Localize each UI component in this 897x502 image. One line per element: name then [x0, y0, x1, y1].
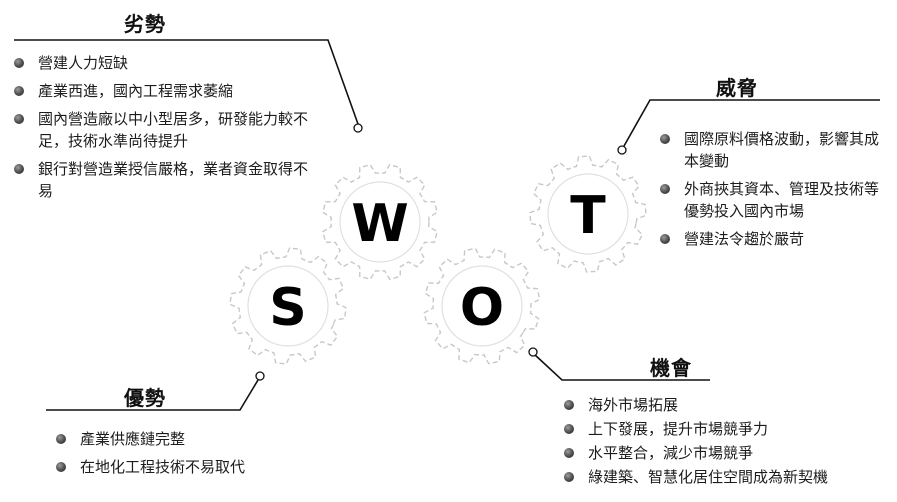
- opportunity-connector: [533, 353, 710, 381]
- item-text: 產業供應鏈完整: [80, 430, 186, 448]
- gear-hub: [339, 181, 421, 263]
- list-item: 產業西進，國內工程需求萎縮: [12, 80, 332, 102]
- list-item: 在地化工程技術不易取代: [54, 456, 314, 478]
- list-item: 國內營造廠以中小型居多，研發能力較不足，技術水準尚待提升: [12, 108, 308, 152]
- list-item: 營建法令趨於嚴苛: [658, 228, 888, 250]
- letter-o: O: [460, 278, 504, 338]
- item-text: 在地化工程技術不易取代: [80, 458, 246, 476]
- list-item: 海外市場拓展: [562, 394, 897, 416]
- gear-o: [423, 247, 541, 365]
- weakness-title: 劣勢: [124, 12, 166, 36]
- strength-connector-dot: [255, 371, 265, 381]
- list-item: 外商挾其資本、管理及技術等優勢投入國內市場: [658, 178, 888, 222]
- item-text: 銀行對營造業授信嚴格，業者資金取得不易: [38, 160, 309, 200]
- item-text: 水平整合，減少市場競爭: [588, 444, 754, 462]
- weakness-connector-dot: [353, 123, 363, 133]
- item-text: 國內營造廠以中小型居多，研發能力較不足，技術水準尚待提升: [38, 110, 309, 150]
- bullet-icon: [14, 164, 24, 174]
- gear-hub: [247, 265, 329, 347]
- letter-s: S: [269, 278, 306, 338]
- list-item: 營建人力短缺: [12, 52, 332, 74]
- weakness-list: 營建人力短缺 產業西進，國內工程需求萎縮 國內營造廠以中小型居多，研發能力較不足…: [12, 52, 332, 208]
- bullet-icon: [564, 400, 574, 410]
- bullet-icon: [14, 86, 24, 96]
- letter-w: W: [351, 194, 408, 254]
- gear-w: [321, 163, 439, 281]
- threat-connector-dot: [617, 145, 627, 155]
- threat-title: 威脅: [716, 76, 758, 100]
- bullet-icon: [564, 448, 574, 458]
- threat-list: 國際原料價格波動，影響其成本變動 外商挾其資本、管理及技術等優勢投入國內市場 營…: [658, 128, 888, 256]
- threat-connector: [623, 99, 880, 147]
- item-text: 營建人力短缺: [38, 54, 129, 72]
- opportunity-connector-dot: [528, 347, 538, 357]
- item-text: 外商挾其資本、管理及技術等優勢投入國內市場: [684, 180, 880, 220]
- list-item: 國際原料價格波動，影響其成本變動: [658, 128, 888, 172]
- bullet-icon: [56, 434, 66, 444]
- item-text: 產業西進，國內工程需求萎縮: [38, 82, 234, 100]
- bullet-icon: [564, 424, 574, 434]
- gear-hub: [441, 265, 523, 347]
- item-text: 國際原料價格波動，影響其成本變動: [684, 130, 880, 170]
- strength-connector: [46, 379, 259, 411]
- bullet-icon: [660, 234, 670, 244]
- item-text: 營建法令趨於嚴苛: [684, 230, 805, 248]
- strength-list: 產業供應鏈完整 在地化工程技術不易取代: [54, 428, 314, 484]
- opportunity-title: 機會: [650, 356, 692, 380]
- bullet-icon: [14, 114, 24, 124]
- item-text: 綠建築、智慧化居住空間成為新契機: [588, 468, 829, 486]
- opportunity-list: 海外市場拓展 上下發展，提升市場競爭力 水平整合，減少市場競爭 綠建築、智慧化居…: [562, 394, 897, 490]
- gear-s: [229, 247, 347, 365]
- strength-title: 優勢: [124, 386, 166, 410]
- item-text: 海外市場拓展: [588, 396, 679, 414]
- bullet-icon: [564, 472, 574, 482]
- bullet-icon: [660, 184, 670, 194]
- gear-hub: [547, 173, 629, 255]
- list-item: 水平整合，減少市場競爭: [562, 442, 897, 464]
- letter-t: T: [570, 186, 606, 246]
- bullet-icon: [56, 462, 66, 472]
- item-text: 上下發展，提升市場競爭力: [588, 420, 769, 438]
- weakness-connector: [14, 39, 359, 125]
- list-item: 產業供應鏈完整: [54, 428, 314, 450]
- list-item: 上下發展，提升市場競爭力: [562, 418, 897, 440]
- gear-t: [529, 155, 647, 273]
- bullet-icon: [14, 58, 24, 68]
- bullet-icon: [660, 134, 670, 144]
- list-item: 銀行對營造業授信嚴格，業者資金取得不易: [12, 158, 318, 202]
- list-item: 綠建築、智慧化居住空間成為新契機: [562, 466, 897, 488]
